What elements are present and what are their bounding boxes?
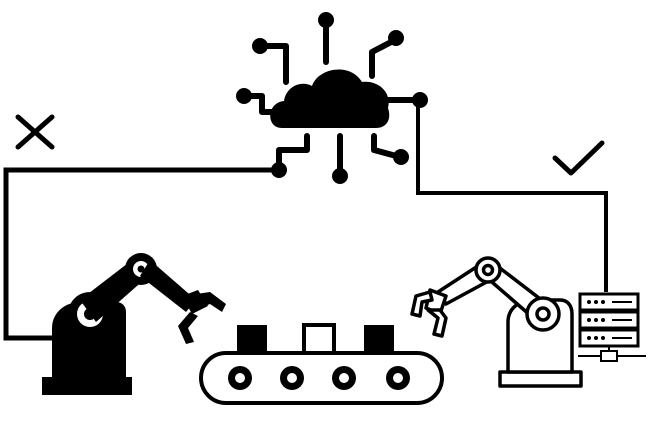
check-icon <box>552 140 605 176</box>
robot-arm-icon-right <box>410 256 583 388</box>
conveyor-item-3 <box>364 325 394 353</box>
conveyor-item-2 <box>302 323 336 355</box>
connection-cloud-to-server <box>416 100 608 292</box>
robot-arm-icon-left <box>42 253 226 395</box>
cross-icon <box>15 114 55 150</box>
conveyor-item-1 <box>237 325 267 353</box>
server-rack-icon <box>578 292 646 362</box>
cloud-network-icon <box>236 12 428 184</box>
conveyor-belt-icon <box>199 323 444 405</box>
connection-left-robot-to-cloud <box>3 167 277 341</box>
